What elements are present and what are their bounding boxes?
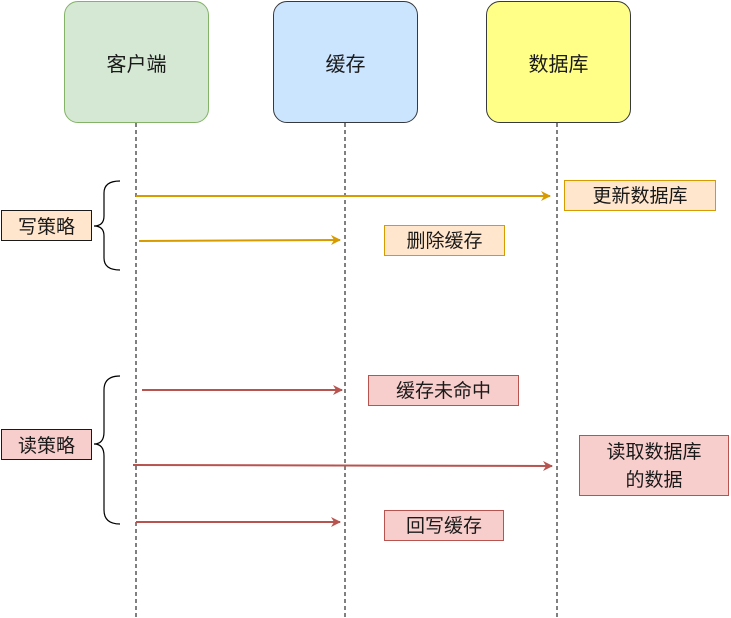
- read-strategy-brace: [93, 375, 121, 525]
- write-strategy-brace: [93, 180, 121, 271]
- read-database-label: 读取数据库 的数据: [579, 435, 729, 496]
- read-database-text-line1: 读取数据库: [606, 440, 702, 463]
- update-database-text: 更新数据库: [592, 184, 688, 207]
- cache-miss-text: 缓存未命中: [395, 379, 491, 402]
- delete-cache-text: 删除缓存: [406, 229, 483, 252]
- cache-miss-label: 缓存未命中: [368, 375, 519, 406]
- write-strategy-label: 写策略: [1, 210, 92, 241]
- participant-client-label: 客户端: [106, 51, 167, 76]
- participant-database: 数据库: [486, 1, 631, 123]
- delete-cache-label: 删除缓存: [384, 225, 505, 256]
- read-strategy-text: 读策略: [17, 435, 75, 457]
- read-database-text-line2: 的数据: [625, 468, 683, 491]
- write-back-cache-text: 回写缓存: [405, 514, 482, 537]
- write-back-cache-label: 回写缓存: [384, 510, 504, 541]
- arrow-delete-cache: [138, 235, 341, 246]
- participant-cache: 缓存: [273, 1, 418, 123]
- read-strategy-label: 读策略: [1, 429, 92, 460]
- write-strategy-text: 写策略: [17, 216, 75, 238]
- arrow-read-database: [132, 460, 553, 471]
- update-database-label: 更新数据库: [564, 180, 716, 211]
- participant-cache-label: 缓存: [325, 51, 366, 76]
- participant-client: 客户端: [64, 1, 209, 123]
- participant-database-label: 数据库: [528, 51, 589, 76]
